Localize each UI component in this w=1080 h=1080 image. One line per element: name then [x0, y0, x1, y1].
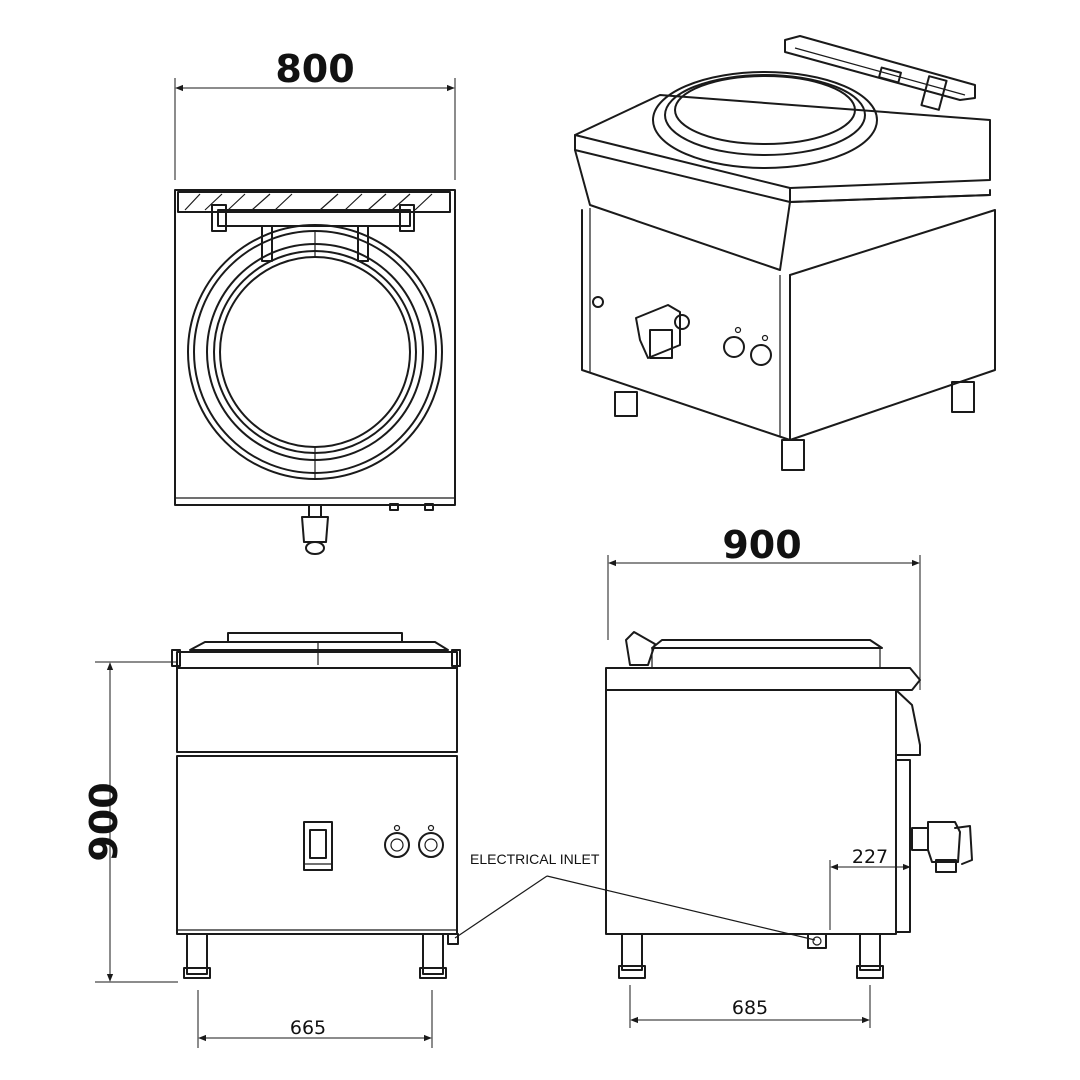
side-body: [605, 689, 897, 935]
iso-lid: [674, 75, 856, 145]
side-view: 900 227 685: [605, 523, 973, 1028]
front-drain-tap: [303, 821, 333, 871]
iso-foot-back-right: [951, 381, 975, 413]
iso-control-panel: [574, 149, 791, 271]
dimension-height: 900: [82, 782, 126, 861]
iso-pot-rim: [652, 71, 878, 169]
iso-body-side: [789, 209, 996, 441]
iso-knob-left: [723, 336, 745, 358]
front-body: [176, 755, 458, 935]
isometric-view: [574, 35, 996, 471]
iso-body-front: [581, 209, 791, 441]
electrical-inlet-callout: ELECTRICAL INLET: [454, 851, 816, 941]
front-top-plate: [176, 651, 458, 669]
front-knob-right: [418, 832, 444, 858]
side-drain-tap: [911, 821, 973, 873]
side-control-panel: [895, 689, 921, 756]
iso-drain-tap: [635, 304, 690, 359]
hinge-right: [399, 204, 415, 232]
dimension-top-width: 800: [275, 47, 354, 91]
drain-tap-top-view: [301, 504, 329, 555]
lid-inner-circle: [219, 256, 411, 448]
top-view: 800: [174, 47, 456, 555]
front-control-panel: [176, 667, 458, 753]
electrical-inlet-label: ELECTRICAL INLET: [470, 851, 600, 867]
iso-top-plate: [574, 94, 991, 189]
side-lid: [651, 639, 883, 649]
front-foot-right: [422, 933, 444, 975]
lid-outer-ring: [187, 224, 443, 480]
hinge-left: [211, 204, 227, 232]
dimension-side-depth: 900: [722, 523, 801, 567]
side-foot-left: [621, 933, 643, 971]
dimension-side-offset: 227: [852, 846, 888, 868]
side-hinge: [625, 631, 656, 666]
dimension-front-feet: 665: [290, 1017, 326, 1039]
iso-hinge-bar: [784, 35, 976, 101]
iso-foot-front-left: [614, 391, 638, 417]
iso-foot-front-right: [781, 439, 805, 471]
side-electrical-inlet: [807, 933, 827, 949]
side-top-plate: [605, 667, 921, 691]
front-foot-left: [186, 933, 208, 975]
leader-line-side: [546, 875, 816, 941]
front-electrical-inlet: [447, 933, 459, 945]
front-view: 900: [82, 632, 461, 1048]
side-foot-right: [859, 933, 881, 971]
hinge-rail: [177, 191, 451, 213]
dimension-side-feet: 685: [732, 997, 768, 1019]
front-lid: [227, 632, 403, 643]
iso-electrical-inlet: [592, 296, 604, 308]
leader-line-front: [454, 875, 548, 939]
front-knob-left: [384, 832, 410, 858]
iso-knob-right: [750, 344, 772, 366]
